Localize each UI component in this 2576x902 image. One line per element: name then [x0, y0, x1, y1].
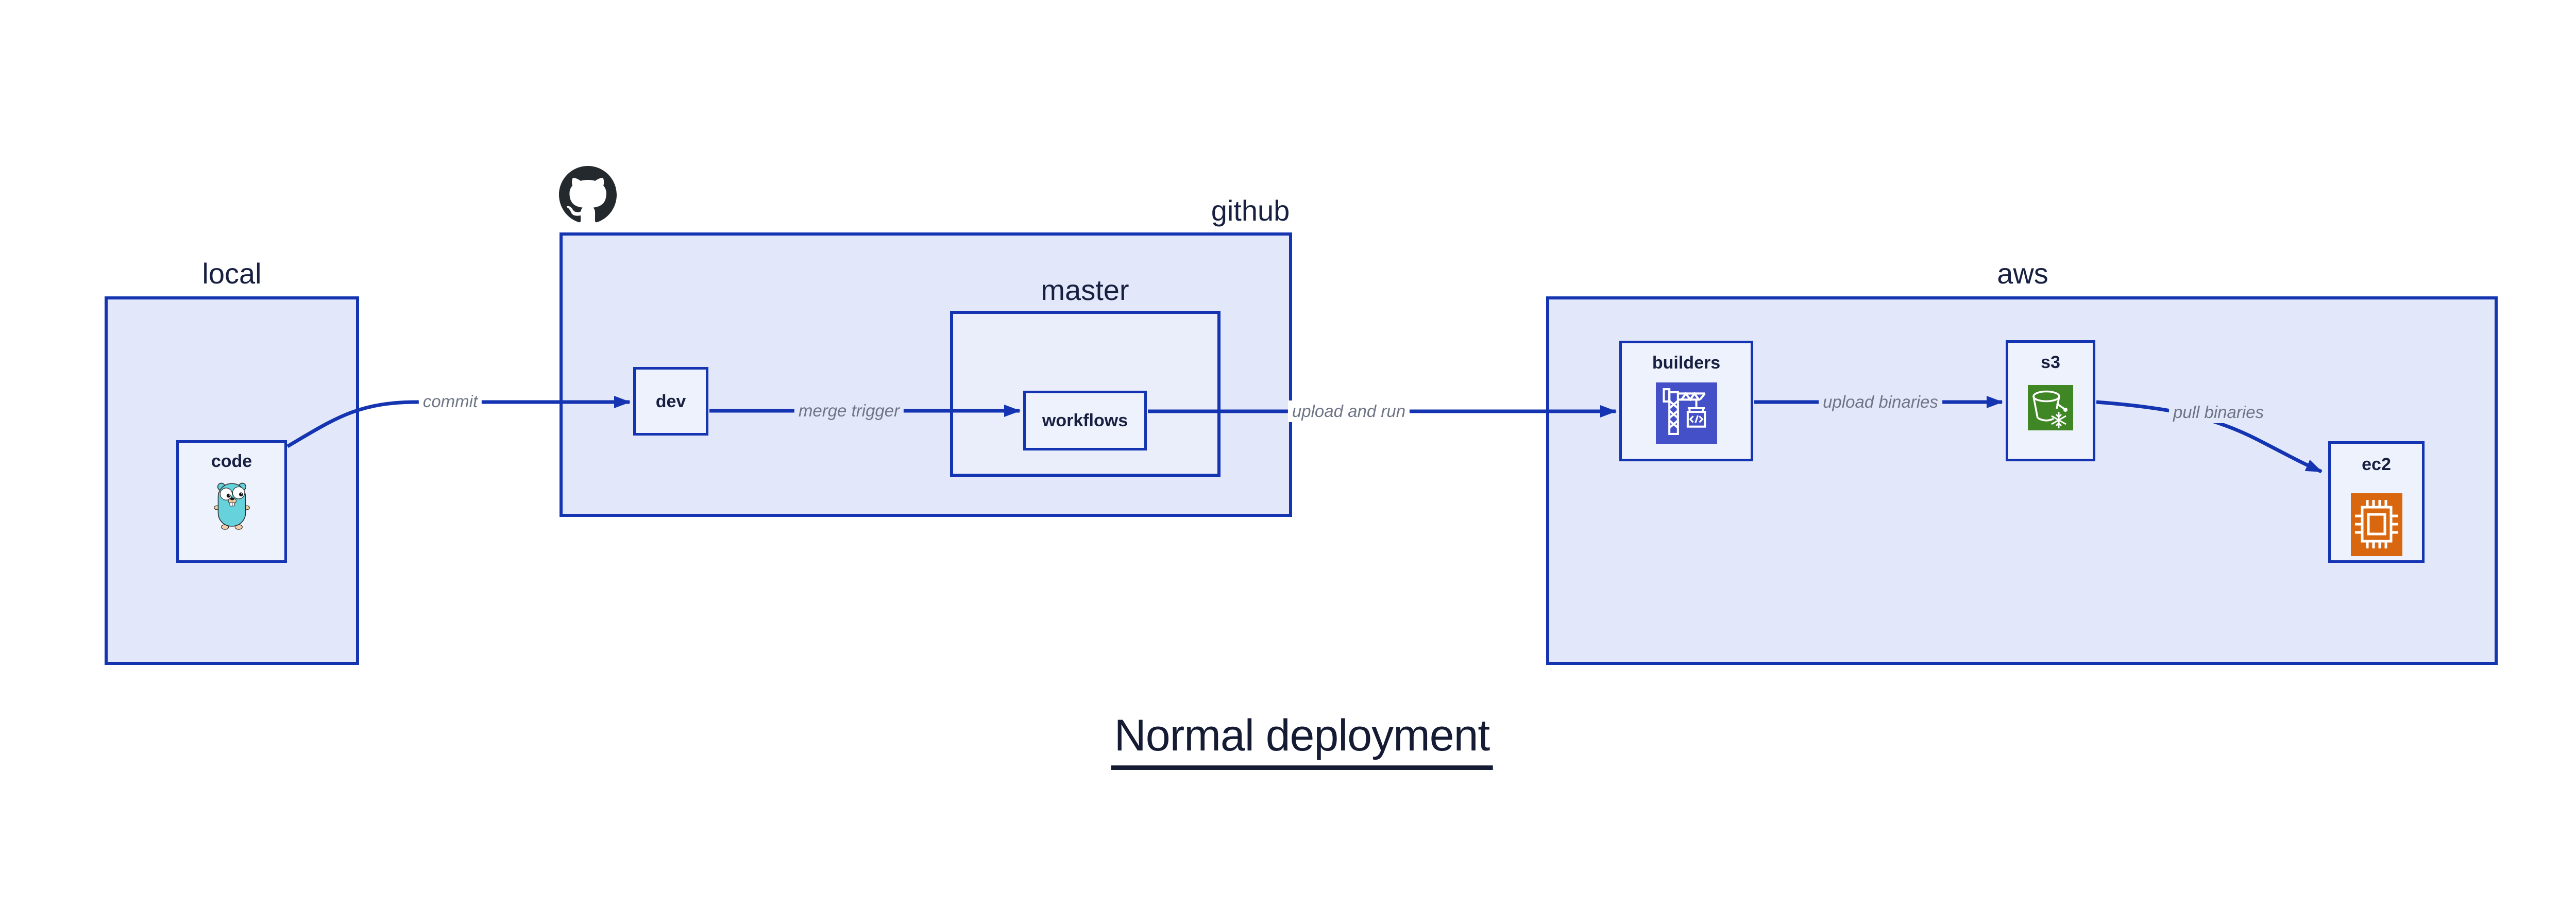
aws-codebuild-icon — [1655, 382, 1717, 444]
node-workflows-label: workflows — [1042, 411, 1128, 430]
github-logo-icon — [559, 166, 617, 223]
group-label-master: master — [1041, 274, 1129, 306]
node-s3-label: s3 — [2041, 353, 2060, 372]
go-gopher-icon — [213, 482, 250, 530]
edge-label-upload-and-run: upload and run — [1287, 400, 1410, 422]
node-dev: dev — [633, 367, 708, 436]
group-label-local: local — [202, 257, 262, 290]
node-code: code — [176, 440, 287, 563]
node-builders-label: builders — [1652, 353, 1721, 373]
group-label-aws: aws — [1997, 257, 2048, 290]
node-workflows: workflows — [1023, 391, 1147, 450]
diagram-title: Normal deployment — [1111, 710, 1493, 770]
edge-label-upload-binaries: upload binaries — [1819, 391, 1942, 413]
node-ec2: ec2 — [2328, 441, 2425, 563]
aws-s3-glacier-icon — [2028, 385, 2073, 430]
node-ec2-label: ec2 — [2362, 455, 2391, 474]
edge-label-pull-binaries: pull binaries — [2168, 402, 2268, 423]
group-label-github: github — [1211, 194, 1290, 227]
edge-pull-binaries-line — [2096, 400, 2323, 474]
aws-ec2-icon — [2350, 493, 2402, 556]
edge-commit-line — [286, 396, 631, 448]
edge-label-commit: commit — [418, 391, 482, 412]
node-dev-label: dev — [655, 391, 686, 411]
node-builders: builders — [1619, 341, 1753, 461]
node-code-label: code — [211, 452, 252, 471]
edge-label-merge-trigger: merge trigger — [794, 400, 904, 422]
node-s3: s3 — [2006, 340, 2095, 461]
